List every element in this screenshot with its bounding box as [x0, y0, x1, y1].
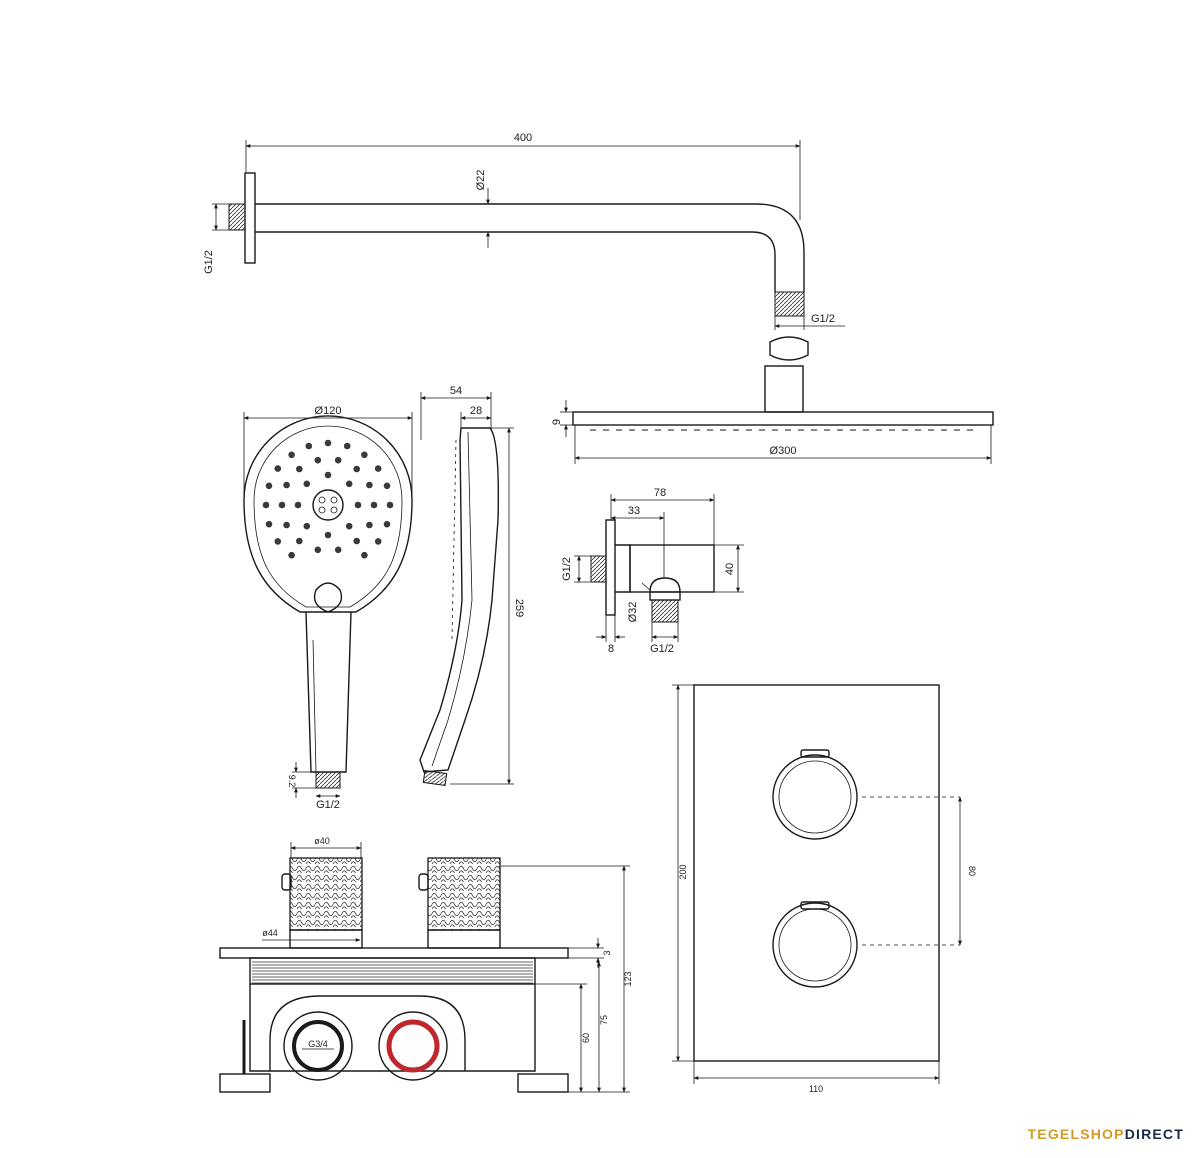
dim-knob-diameter: ø40 [314, 836, 330, 846]
nozzle-dot [274, 465, 282, 472]
nozzle-dot [265, 482, 273, 490]
dim-hand-diameter: Ø120 [315, 405, 342, 417]
dim-total-depth: 123 [623, 971, 633, 986]
hand-shower-side-drawing: 54 28 259 [419, 385, 525, 787]
concealed-box-drawing: G3/4 ø40 ø44 123 3 75 60 [219, 836, 633, 1093]
nozzle-dot [353, 465, 361, 473]
nozzle-dot [296, 465, 303, 473]
nozzle-dot [324, 471, 332, 479]
dim-elbow-bottom-thread: G1/2 [650, 643, 674, 655]
nozzle-dot [283, 521, 290, 529]
dim-hand-length: 259 [513, 599, 525, 617]
dim-elbow-flange: 8 [608, 643, 614, 655]
nozzle-dot [386, 501, 394, 509]
shower-arm-drawing: 400 Ø22 G1/2 G1/2 9 Ø300 [203, 132, 994, 464]
nozzle-dot [303, 522, 311, 530]
nozzle-dot [374, 465, 382, 472]
nozzle-dot [334, 456, 342, 464]
nozzle-dot [343, 442, 351, 450]
nozzle-dot [305, 442, 313, 450]
nozzle-dot [353, 537, 361, 545]
nozzle-dot [370, 501, 378, 509]
dim-hand-width: 28 [470, 405, 482, 417]
dim-elbow-side-thread: G1/2 [561, 557, 573, 581]
nozzle-dot [278, 501, 286, 509]
nozzle-dot [324, 439, 332, 447]
nozzle-dot [345, 480, 353, 488]
brand-part-1: TEGELSHOP [1027, 1126, 1125, 1142]
nozzle-dot [383, 520, 391, 528]
nozzle-pattern [262, 439, 394, 559]
nozzle-dot [366, 481, 373, 489]
nozzle-dot [288, 551, 295, 559]
dim-knob-spacing: 80 [967, 866, 977, 876]
nozzle-dot [324, 531, 332, 539]
dim-inlet-thread: G3/4 [308, 1039, 328, 1049]
dim-plate-thickness: 3 [602, 950, 612, 955]
dim-elbow-diameter: Ø32 [627, 602, 639, 623]
brand-logo: TEGELSHOPDIRECT [1028, 1126, 1184, 1142]
nozzle-dot [374, 538, 382, 545]
dim-head-diameter: Ø300 [770, 445, 797, 457]
dim-depth-60: 60 [581, 1033, 591, 1043]
hand-shower-front-drawing: Ø120 9.2 G1/2 [243, 405, 413, 811]
dim-arm-length: 400 [514, 132, 532, 144]
nozzle-dot [314, 456, 322, 464]
thermostat-plate-front-drawing: 200 110 80 [672, 684, 977, 1094]
dim-elbow-height: 40 [724, 563, 736, 575]
nozzle-dot [274, 538, 282, 545]
dim-plate-height: 200 [678, 864, 688, 879]
nozzle-dot [383, 482, 391, 490]
nozzle-dot [283, 481, 290, 489]
dim-hand-thread: G1/2 [316, 799, 340, 811]
nozzle-dot [361, 551, 368, 559]
dim-arm-bottom-thread: G1/2 [811, 313, 835, 325]
nozzle-dot [265, 520, 273, 528]
nozzle-dot [314, 546, 322, 554]
dim-plate-diameter: ø44 [262, 928, 278, 938]
nozzle-dot [361, 451, 368, 459]
nozzle-dot [354, 501, 362, 509]
nozzle-dot [366, 521, 373, 529]
brand-part-2: DIRECT [1124, 1126, 1184, 1142]
dim-elbow-length: 78 [654, 487, 666, 499]
dim-depth-75: 75 [599, 1015, 609, 1025]
dim-hand-depth: 54 [450, 385, 462, 397]
nozzle-dot [345, 522, 353, 530]
nozzle-dot [288, 451, 295, 459]
nozzle-dot [334, 546, 342, 554]
nozzle-dot [296, 537, 303, 545]
dim-head-thickness: 9 [551, 419, 563, 425]
dim-arm-diameter: Ø22 [475, 170, 487, 191]
nozzle-dot [303, 480, 311, 488]
nozzle-dot [262, 501, 270, 509]
wall-elbow-drawing: 78 33 40 G1/2 Ø32 8 G1/2 [561, 487, 744, 655]
dim-elbow-offset: 33 [628, 505, 640, 517]
dim-plate-width: 110 [809, 1084, 823, 1094]
nozzle-dot [294, 501, 302, 509]
dim-arm-wall-thread: G1/2 [203, 250, 215, 274]
dim-hand-bottom: 9.2 [287, 775, 297, 788]
